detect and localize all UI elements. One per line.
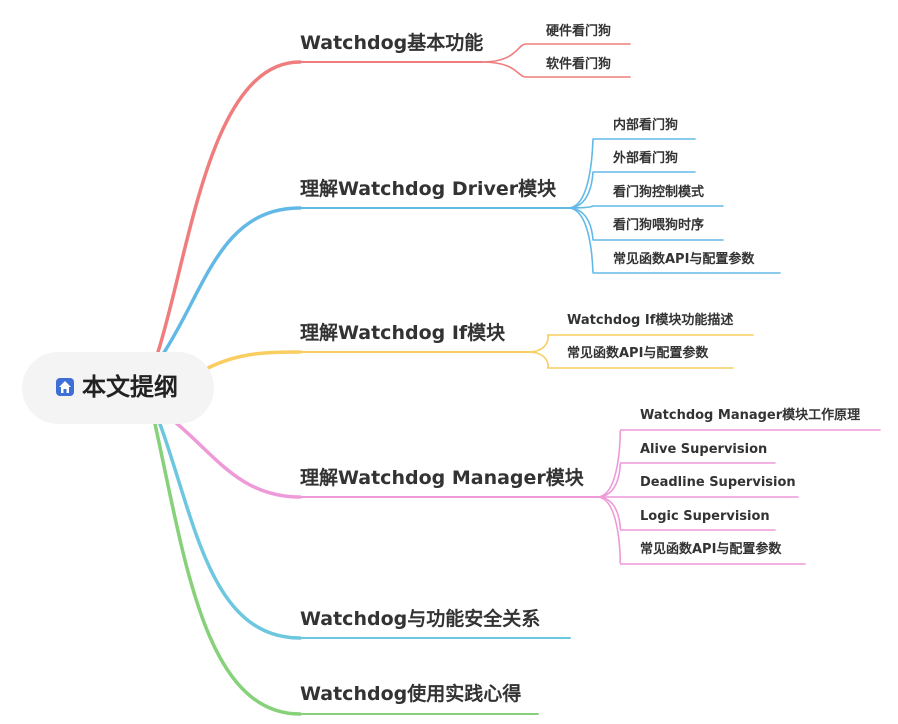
leaf-hardware-watchdog[interactable]: 硬件看门狗 (546, 24, 612, 39)
leaf-control-mode[interactable]: 看门狗控制模式 (613, 185, 705, 200)
root-node[interactable] (22, 352, 214, 424)
leaf-if-description[interactable]: Watchdog If模块功能描述 (567, 313, 734, 328)
connector-root-to-branch-4 (158, 422, 302, 640)
branch-basic-functions[interactable]: Watchdog基本功能 (300, 32, 484, 54)
leaf-software-watchdog[interactable]: 软件看门狗 (546, 57, 612, 72)
connector-branch-1-leaf-4 (567, 207, 781, 274)
branch-practice-notes[interactable]: Watchdog使用实践心得 (300, 683, 522, 705)
connector-branch-0-leaf-1 (481, 61, 631, 78)
leaf-manager-principle[interactable]: Watchdog Manager模块工作原理 (640, 408, 861, 423)
leaf-manager-api[interactable]: 常见函数API与配置参数 (640, 542, 782, 557)
connector-root-to-branch-0 (156, 60, 302, 354)
home-icon (56, 378, 74, 396)
leaf-deadline-supervision[interactable]: Deadline Supervision (640, 475, 796, 490)
connector-root-to-branch-5 (153, 422, 302, 716)
leaf-feeding-timing[interactable]: 看门狗喂狗时序 (613, 218, 705, 233)
connector-root-to-branch-2 (206, 350, 302, 370)
leaf-alive-supervision[interactable]: Alive Supervision (640, 442, 768, 457)
leaf-internal-watchdog[interactable]: 内部看门狗 (613, 118, 679, 133)
leaf-if-api[interactable]: 常见函数API与配置参数 (567, 346, 709, 361)
connector-branch-2-leaf-0 (527, 334, 754, 353)
connector-branch-3-leaf-0 (596, 429, 881, 498)
branch-functional-safety[interactable]: Watchdog与功能安全关系 (300, 608, 541, 630)
connector-branch-0-leaf-0 (481, 43, 631, 63)
connector-root-to-branch-3 (173, 420, 302, 499)
connector-branch-1-leaf-0 (567, 138, 696, 209)
root-label: 本文提纲 (82, 373, 178, 401)
connector-branch-1-leaf-1 (567, 171, 696, 209)
leaf-logic-supervision[interactable]: Logic Supervision (640, 509, 770, 524)
leaf-driver-api[interactable]: 常见函数API与配置参数 (613, 252, 755, 267)
connector-branch-3-leaf-1 (596, 462, 776, 498)
leaf-external-watchdog[interactable]: 外部看门狗 (613, 151, 679, 166)
connector-root-to-branch-1 (161, 206, 302, 356)
connector-branch-1-leaf-2 (567, 205, 724, 209)
connector-branch-2-leaf-1 (527, 351, 734, 369)
branch-if-module[interactable]: 理解Watchdog If模块 (300, 322, 506, 344)
connector-branch-3-leaf-4 (596, 496, 806, 565)
branch-manager-module[interactable]: 理解Watchdog Manager模块 (300, 467, 584, 489)
branch-driver-module[interactable]: 理解Watchdog Driver模块 (300, 178, 557, 200)
